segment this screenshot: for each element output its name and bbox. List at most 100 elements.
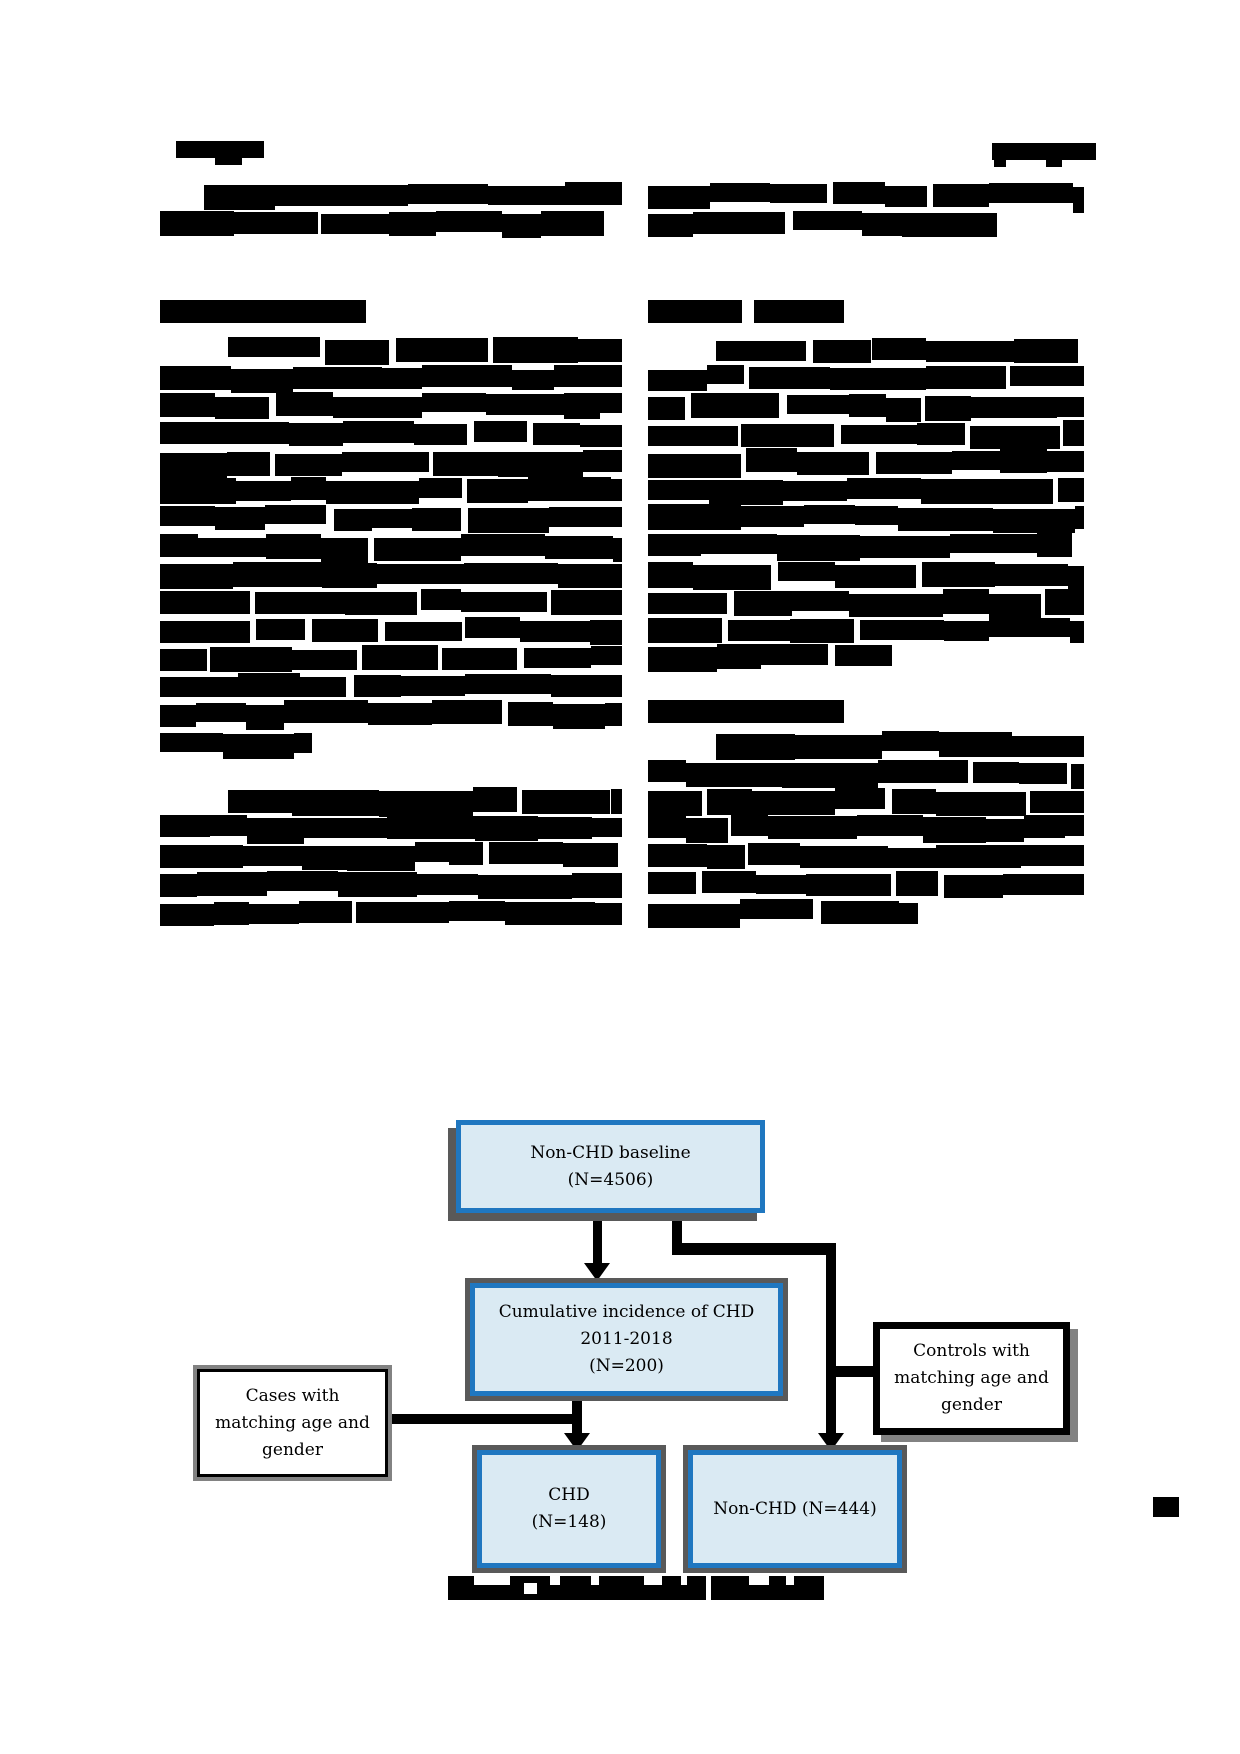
redaction-bar bbox=[522, 790, 611, 815]
redaction-bar bbox=[892, 789, 937, 815]
redaction-bar bbox=[860, 619, 945, 640]
redaction-bar bbox=[401, 676, 466, 697]
redaction-bar bbox=[572, 873, 622, 899]
redaction-bar bbox=[578, 338, 622, 362]
redaction-bar bbox=[859, 535, 950, 559]
redaction-bar bbox=[582, 450, 622, 473]
redaction-bar bbox=[325, 481, 420, 504]
redaction-bar bbox=[265, 504, 327, 524]
redaction-bar bbox=[160, 873, 198, 897]
caption-gap bbox=[786, 1576, 795, 1585]
redaction-bar bbox=[212, 422, 289, 444]
redaction-bar bbox=[533, 422, 581, 445]
redaction-bar bbox=[1046, 450, 1084, 473]
redaction-bar bbox=[992, 509, 1076, 534]
redaction-bar bbox=[942, 588, 989, 614]
redaction-bar bbox=[1057, 396, 1084, 418]
redaction-bar bbox=[497, 451, 583, 477]
redaction-bar bbox=[830, 368, 926, 391]
redaction-bar bbox=[505, 901, 596, 925]
redaction-bar bbox=[972, 762, 1020, 783]
arrowhead-down-icon bbox=[818, 1433, 844, 1451]
redaction-bar bbox=[233, 561, 322, 588]
redaction-bar bbox=[1073, 187, 1084, 213]
redaction-bar bbox=[160, 393, 215, 417]
redaction-bar bbox=[243, 845, 302, 866]
redaction-bar bbox=[756, 874, 806, 894]
header-redaction bbox=[994, 159, 1006, 167]
redaction-bar bbox=[1000, 449, 1047, 473]
redaction-bar bbox=[995, 563, 1068, 587]
redaction-bar bbox=[214, 507, 266, 530]
redaction-bar bbox=[580, 424, 622, 447]
redaction-bar bbox=[899, 903, 919, 925]
box-text-line: matching age and bbox=[894, 1368, 1049, 1388]
connector-baseline-to-cumulative bbox=[593, 1211, 602, 1265]
box-text-line: matching age and bbox=[215, 1412, 370, 1433]
box-text-line: Cumulative incidence of CHD bbox=[498, 1302, 755, 1322]
redaction-bar bbox=[1023, 814, 1066, 838]
redaction-bar bbox=[933, 184, 989, 208]
redaction-bar bbox=[417, 873, 478, 895]
redaction-bar bbox=[160, 564, 234, 590]
redaction-bar bbox=[896, 871, 939, 896]
redaction-bar bbox=[921, 478, 1013, 505]
box-text-line: Non-CHD baseline bbox=[530, 1142, 691, 1163]
caption-gap bbox=[643, 1576, 662, 1585]
box-text-line: gender bbox=[941, 1395, 1002, 1415]
redaction-bar bbox=[862, 213, 903, 236]
redaction-bar bbox=[160, 705, 197, 727]
redaction-bar bbox=[733, 591, 793, 617]
redaction-bar bbox=[786, 394, 849, 414]
redaction-bar bbox=[553, 703, 605, 730]
redaction-bar bbox=[921, 561, 996, 587]
page-number-redaction bbox=[1153, 1497, 1179, 1517]
redaction-bar bbox=[321, 563, 377, 589]
redaction-bar bbox=[716, 341, 806, 361]
redaction-bar bbox=[473, 420, 528, 442]
redaction-bar bbox=[599, 392, 622, 414]
redaction-bar bbox=[848, 593, 943, 617]
redaction-bar bbox=[648, 480, 709, 500]
redaction-bar bbox=[512, 369, 555, 391]
redaction-bar bbox=[710, 183, 770, 203]
redaction-bar bbox=[448, 900, 506, 921]
redaction-bar bbox=[708, 479, 783, 506]
redaction-bar bbox=[767, 816, 858, 839]
redaction-bar bbox=[342, 452, 429, 472]
redaction-bar bbox=[356, 901, 449, 923]
redaction-bar bbox=[648, 903, 740, 928]
redaction-bar bbox=[485, 393, 564, 415]
redaction-bar bbox=[944, 621, 990, 641]
redaction-bar bbox=[803, 505, 855, 525]
redaction-bar bbox=[1030, 791, 1084, 814]
connector-controls-stub bbox=[836, 1366, 873, 1377]
redaction-bar bbox=[464, 617, 521, 639]
redaction-bar bbox=[782, 762, 878, 788]
redaction-bar bbox=[372, 508, 413, 529]
redaction-bar bbox=[898, 508, 938, 532]
redaction-bar bbox=[320, 184, 408, 206]
redaction-bar bbox=[538, 816, 592, 840]
caption-gap bbox=[590, 1576, 599, 1585]
redaction-bar bbox=[1021, 845, 1084, 867]
redaction-bar bbox=[290, 476, 326, 501]
redaction-bar bbox=[367, 703, 432, 726]
redaction-bar bbox=[741, 505, 804, 527]
redaction-bar bbox=[707, 844, 746, 870]
caption-gap bbox=[748, 1576, 769, 1585]
redaction-bar bbox=[197, 537, 267, 557]
redaction-bar bbox=[436, 211, 502, 233]
redaction-bar bbox=[267, 871, 338, 892]
redaction-bar bbox=[489, 842, 563, 864]
redaction-bar bbox=[160, 533, 198, 558]
redaction-bar bbox=[988, 593, 1041, 618]
redaction-bar bbox=[376, 564, 465, 585]
redaction-bar bbox=[488, 185, 565, 205]
redaction-bar bbox=[648, 504, 742, 530]
redaction-bar bbox=[813, 340, 872, 363]
redaction-bar bbox=[196, 703, 246, 723]
redaction-bar bbox=[989, 617, 1071, 637]
redaction-bar bbox=[554, 365, 622, 388]
